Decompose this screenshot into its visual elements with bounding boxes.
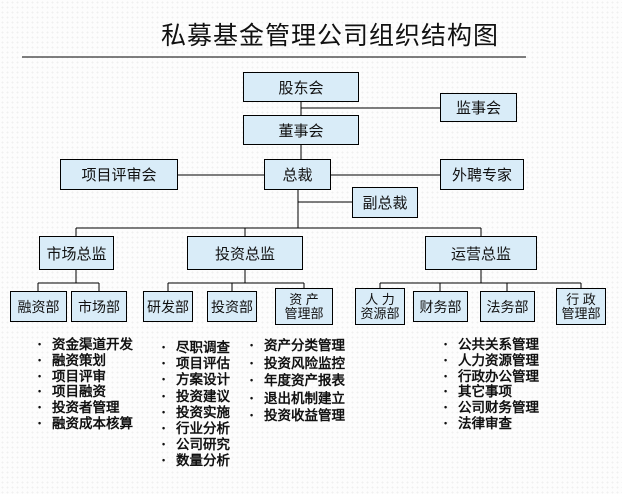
duty-list-investment: •尽职调查 •项目评估 •方案设计 •投资建议 •投资实施 •行业分析 •公司研… <box>162 336 230 469</box>
bullet-icon: • <box>250 375 254 386</box>
node-external-experts: 外聘专家 <box>440 159 524 190</box>
duty-item: •方案设计 <box>162 372 230 388</box>
duty-item: •项目评审 <box>38 368 106 384</box>
bullet-icon: • <box>38 417 42 428</box>
node-hr-dept-line1: 人 力 <box>365 291 395 307</box>
page-title: 私募基金管理公司组织结构图 <box>160 23 499 50</box>
node-marketing-dept: 市场部 <box>71 291 127 322</box>
duty-item: •公司财务管理 <box>444 400 539 416</box>
bullet-icon: • <box>162 374 166 385</box>
node-president: 总裁 <box>264 159 331 190</box>
node-hr-dept-line2: 资源部 <box>360 305 400 321</box>
node-asset-management-dept-line2: 管理部 <box>284 305 324 321</box>
bullet-icon: • <box>162 455 166 466</box>
duty-item: •年度资产报表 <box>250 373 345 389</box>
bullet-icon: • <box>162 342 166 352</box>
node-legal-dept: 法务部 <box>480 291 535 322</box>
bullet-icon: • <box>444 386 448 397</box>
bullet-icon: • <box>444 402 448 413</box>
bullet-icon: • <box>38 339 42 349</box>
duty-item: •投资者管理 <box>38 400 120 416</box>
node-investment-dept: 投资部 <box>207 291 257 322</box>
bullet-icon: • <box>444 354 448 365</box>
duty-item: •项目评估 <box>162 356 230 372</box>
duty-item: •数量分析 <box>162 453 230 469</box>
node-admin-dept: 行 政 管理部 <box>556 288 606 325</box>
bullet-icon: • <box>38 354 42 365</box>
node-board-of-directors: 董事会 <box>243 115 359 145</box>
node-finance-dept: 财务部 <box>413 291 468 322</box>
node-operations-director: 运营总监 <box>425 236 537 270</box>
bullet-icon: • <box>444 339 448 349</box>
bullet-icon: • <box>162 439 166 450</box>
bullet-icon: • <box>162 358 166 369</box>
duty-item: •公共关系管理 <box>444 337 539 352</box>
duty-item: •投资实施 <box>162 404 230 420</box>
node-admin-dept-line1: 行 政 <box>566 291 596 307</box>
bullet-icon: • <box>162 406 166 417</box>
bullet-icon: • <box>38 402 42 413</box>
node-research-dept: 研发部 <box>143 291 193 322</box>
bullet-icon: • <box>444 370 448 381</box>
duty-item: •法律审查 <box>444 415 512 431</box>
bullet-icon: • <box>444 417 448 428</box>
node-supervisory-board: 监事会 <box>440 93 517 122</box>
node-asset-management-dept: 资 产 管理部 <box>275 288 333 325</box>
duty-list-marketing: •资金渠道开发 •融资策划 •项目评审 •项目融资 •投资者管理 •融资成本核算 <box>38 333 133 431</box>
node-hr-dept: 人 力 资源部 <box>355 288 405 325</box>
bullet-icon: • <box>250 410 254 421</box>
node-shareholders: 股东会 <box>243 72 359 102</box>
duty-item: •资金渠道开发 <box>38 337 133 352</box>
duty-item: •投资建议 <box>162 388 230 404</box>
duty-item: •公司研究 <box>162 437 230 453</box>
duty-item: •退出机制建立 <box>250 390 345 406</box>
bullet-icon: • <box>38 370 42 381</box>
duty-list-operations: •公共关系管理 •人力资源管理 •行政办公管理 •其它事项 •公司财务管理 •法… <box>444 333 539 431</box>
duty-item: •行业分析 <box>162 420 230 436</box>
bullet-icon: • <box>162 390 166 401</box>
bullet-icon: • <box>38 386 42 397</box>
duty-item: •项目融资 <box>38 384 106 400</box>
node-marketing-director: 市场总监 <box>39 236 114 270</box>
bullet-icon: • <box>162 422 166 433</box>
duty-item: •资产分类管理 <box>250 338 345 353</box>
duty-item: •人力资源管理 <box>444 352 539 368</box>
duty-item: •其它事项 <box>444 384 512 400</box>
node-asset-management-dept-line1: 资 产 <box>289 291 319 307</box>
node-investment-director: 投资总监 <box>187 236 303 270</box>
node-financing-dept: 融资部 <box>10 291 67 322</box>
duty-item: •行政办公管理 <box>444 368 539 384</box>
duty-item: •尽职调查 <box>162 340 230 355</box>
duty-item: •投资收益管理 <box>250 408 345 424</box>
node-vice-president: 副总裁 <box>352 187 418 218</box>
node-admin-dept-line2: 管理部 <box>561 305 601 321</box>
duty-item: •投资风险监控 <box>250 355 345 371</box>
bullet-icon: • <box>250 340 254 350</box>
bullet-icon: • <box>250 392 254 403</box>
node-project-review-committee: 项目评审会 <box>60 159 178 190</box>
duty-item: •融资策划 <box>38 352 106 368</box>
duty-list-asset-management: •资产分类管理 •投资风险监控 •年度资产报表 •退出机制建立 •投资收益管理 <box>250 334 345 424</box>
duty-item: •融资成本核算 <box>38 415 133 431</box>
bullet-icon: • <box>250 357 254 368</box>
